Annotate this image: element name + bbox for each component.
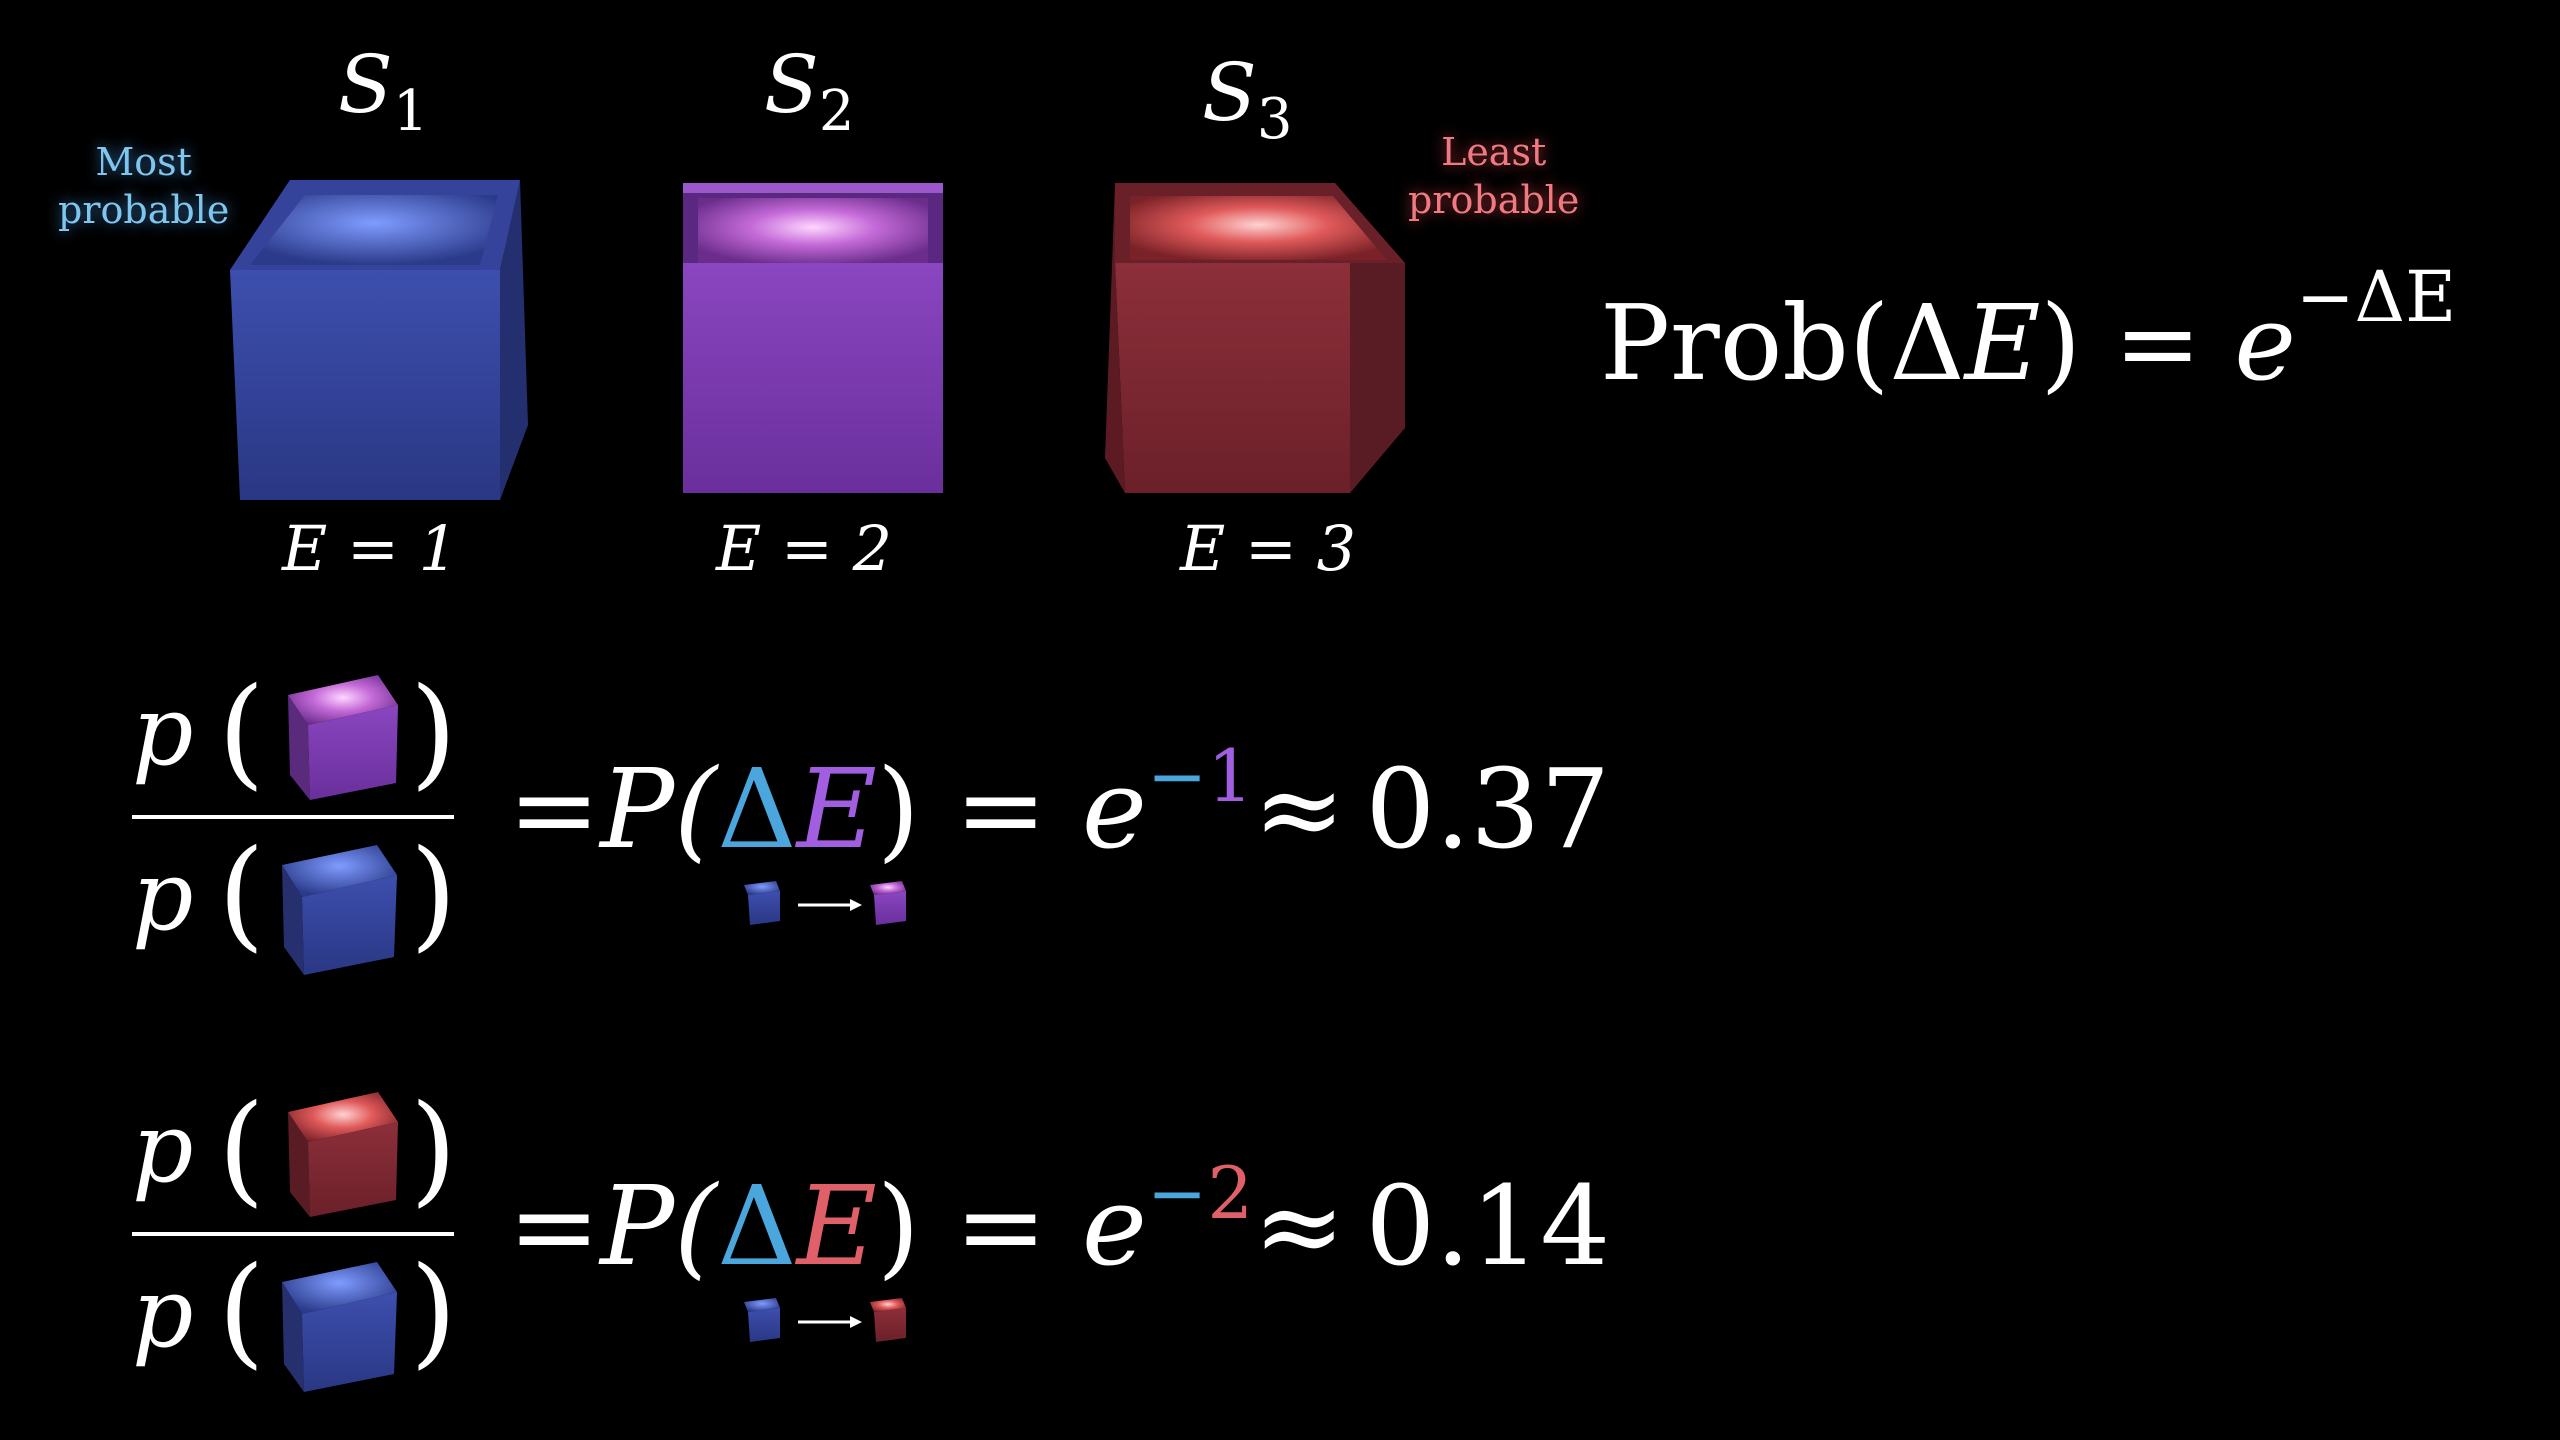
delta-symbol: Δ <box>717 745 797 873</box>
transition-blue-to-red <box>744 1298 906 1342</box>
equation-rhs: =P(ΔE) = e−2≈0.14 <box>508 1151 1611 1290</box>
least-probable-note: Least probable <box>1408 128 1579 224</box>
purple-box-icon <box>288 675 398 800</box>
energy-label-3: E = 3 <box>1180 512 1357 585</box>
equation-rhs: =P(ΔE) = e−1≈0.37 <box>508 734 1611 873</box>
state-index: 1 <box>392 79 429 144</box>
energy-symbol: E <box>796 745 877 873</box>
red-box-icon <box>288 1092 398 1217</box>
equals-sign: = <box>508 1162 601 1290</box>
transition-blue-to-purple <box>744 881 906 925</box>
state-label-s1: S1 <box>338 38 428 144</box>
right-arrow-icon <box>798 1316 862 1328</box>
equation-row-1: p ( ) p ( ) =P(ΔE) = e−1≈0.37 <box>0 655 1700 975</box>
close-paren: ) <box>410 1080 457 1219</box>
exponent-sign: − <box>1147 1151 1208 1235</box>
exponent-value: 2 <box>1207 1151 1254 1235</box>
state-symbol: S <box>338 38 393 131</box>
close-paren: ) <box>876 745 920 873</box>
exp-base: e <box>2234 282 2296 404</box>
P-symbol: P( <box>600 1162 718 1290</box>
close-paren: ) <box>876 1162 920 1290</box>
p-symbol: p <box>132 675 194 787</box>
equals-sign: = <box>2081 282 2235 404</box>
close-paren: ) <box>410 825 457 964</box>
prob-formula: Prob(ΔE) = e−ΔE <box>1600 256 2456 404</box>
p-symbol: p <box>132 840 194 952</box>
note-line: probable <box>1408 178 1580 222</box>
note-line: probable <box>58 188 230 232</box>
energy-symbol: E <box>796 1162 877 1290</box>
purple-box-icon <box>683 183 943 493</box>
note-line: Least <box>1441 130 1547 174</box>
equals-sign: = <box>919 745 1082 873</box>
exp-base: e <box>1081 745 1148 873</box>
fraction-line <box>132 1232 454 1236</box>
approx-sign: ≈ <box>1253 745 1346 873</box>
open-paren: ( <box>218 1242 265 1381</box>
result-value: 0.37 <box>1365 745 1611 873</box>
state-symbol: S <box>764 38 819 131</box>
energy-label-1: E = 1 <box>282 512 459 585</box>
p-symbol: p <box>132 1257 194 1369</box>
energy-label-2: E = 2 <box>716 512 893 585</box>
state-label-s2: S2 <box>764 38 854 144</box>
energy-symbol: E <box>1964 282 2041 404</box>
delta-symbol: Δ <box>1889 282 1965 404</box>
most-probable-note: Most probable <box>58 138 229 234</box>
state-symbol: S <box>1202 46 1257 139</box>
blue-box-icon <box>282 845 397 975</box>
open-paren: ( <box>218 825 265 964</box>
exp-base: e <box>1081 1162 1148 1290</box>
red-box-icon <box>870 1298 906 1342</box>
delta-symbol: Δ <box>717 1162 797 1290</box>
close-paren: ) <box>2040 282 2082 404</box>
close-paren: ) <box>410 663 457 802</box>
state-index: 2 <box>818 79 855 144</box>
blue-box-icon <box>744 1298 780 1342</box>
state-index: 3 <box>1256 87 1293 152</box>
equation-row-2: p ( ) p ( ) =P(ΔE) = e−2≈0.14 <box>0 1072 1700 1392</box>
blue-box-icon <box>230 180 528 500</box>
blue-box-icon <box>744 881 780 925</box>
exponent-value: 1 <box>1207 734 1254 818</box>
exponent-sign: − <box>1147 734 1208 818</box>
open-paren: ( <box>218 1080 265 1219</box>
right-arrow-icon <box>798 899 862 911</box>
equals-sign: = <box>919 1162 1082 1290</box>
close-paren: ) <box>410 1242 457 1381</box>
P-symbol: P( <box>600 745 718 873</box>
p-symbol: p <box>132 1092 194 1204</box>
approx-sign: ≈ <box>1253 1162 1346 1290</box>
result-value: 0.14 <box>1365 1162 1611 1290</box>
equals-sign: = <box>508 745 601 873</box>
note-line: Most <box>95 140 192 184</box>
fraction-line <box>132 815 454 819</box>
exponent: −ΔE <box>2295 256 2457 338</box>
blue-box-icon <box>282 1262 397 1392</box>
state-label-s3: S3 <box>1202 46 1292 152</box>
open-paren: ( <box>218 663 265 802</box>
prob-text: Prob( <box>1600 282 1890 404</box>
red-box-icon <box>1105 183 1405 493</box>
purple-box-icon <box>870 881 906 925</box>
